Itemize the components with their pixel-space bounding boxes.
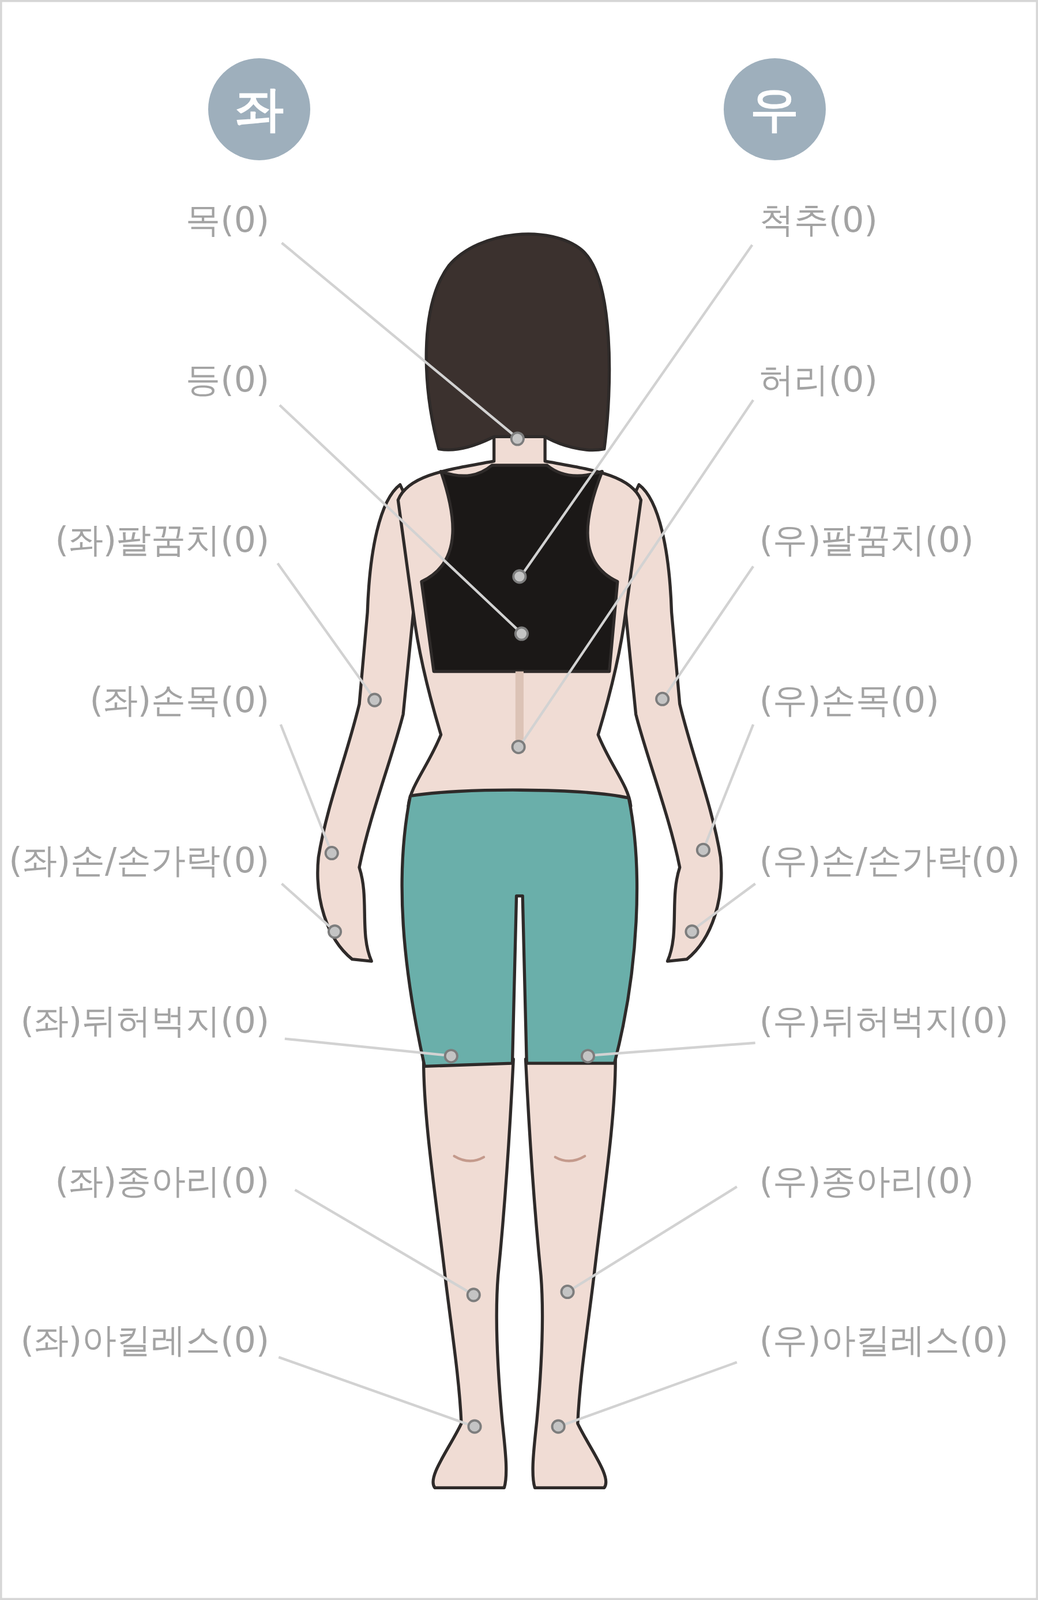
- side-circle: 우: [723, 58, 826, 161]
- leader-line: [280, 724, 330, 849]
- hair: [426, 234, 609, 451]
- body-part-label: (좌)손/손가락(0): [8, 839, 270, 882]
- body-part-label: 척추(0): [759, 198, 878, 241]
- knee-crease: [555, 1156, 585, 1161]
- point-dot: [552, 1420, 565, 1434]
- body-part-label: (우)팔꿈치(0): [759, 519, 974, 561]
- leader-line: [696, 884, 756, 928]
- body-part-label: (우)종아리(0): [759, 1160, 974, 1202]
- leader-line: [666, 566, 754, 694]
- leader-line: [277, 563, 372, 695]
- body-part-label: 허리(0): [759, 358, 878, 401]
- point-dot: [581, 1050, 594, 1063]
- point-dot: [512, 741, 525, 754]
- point-dot: [445, 1050, 458, 1063]
- leader-line: [278, 1357, 469, 1425]
- leader-line: [522, 400, 754, 743]
- body-part-label: (좌)뒤허벅지(0): [20, 999, 270, 1042]
- point-dot: [515, 627, 528, 640]
- body-part-label: 등(0): [185, 358, 270, 401]
- leader-line: [593, 1043, 756, 1056]
- point-dot: [468, 1420, 481, 1434]
- point-dot: [561, 1285, 574, 1299]
- leader-line: [295, 1190, 469, 1293]
- point-dot: [656, 693, 669, 706]
- point-dot: [368, 693, 381, 706]
- body-part-label: (우)아킬레스(0): [759, 1319, 1009, 1361]
- body-part-label: (우)손목(0): [759, 679, 940, 721]
- leader-line: [281, 242, 514, 435]
- knee-crease: [454, 1156, 484, 1161]
- point-dot: [685, 925, 698, 938]
- body-part-label: (우)뒤허벅지(0): [759, 999, 1009, 1042]
- leader-line: [279, 405, 518, 630]
- leader-line: [572, 1186, 737, 1289]
- point-dot: [513, 570, 526, 583]
- point-dot: [325, 847, 338, 860]
- point-dot: [467, 1288, 480, 1301]
- leader-line: [523, 245, 752, 573]
- leader-line: [705, 724, 754, 846]
- body-part-label: (좌)팔꿈치(0): [54, 519, 270, 561]
- point-dot: [697, 844, 710, 857]
- leader-line: [284, 1039, 446, 1056]
- body-part-label: (좌)종아리(0): [54, 1160, 270, 1202]
- body-part-label: (좌)아킬레스(0): [20, 1319, 270, 1361]
- point-dot: [328, 925, 341, 938]
- body-part-label: 목(0): [185, 198, 270, 241]
- shorts: [401, 790, 637, 1067]
- side-circle: 좌: [208, 58, 311, 161]
- point-dot: [511, 432, 524, 445]
- side-label: 좌: [235, 84, 284, 134]
- torso: [397, 426, 641, 807]
- leader-line: [281, 884, 332, 928]
- body-part-label: (우)손/손가락(0): [759, 839, 1021, 882]
- side-label: 우: [750, 84, 799, 134]
- body-part-label: (좌)손목(0): [89, 679, 270, 721]
- leader-line: [564, 1362, 737, 1425]
